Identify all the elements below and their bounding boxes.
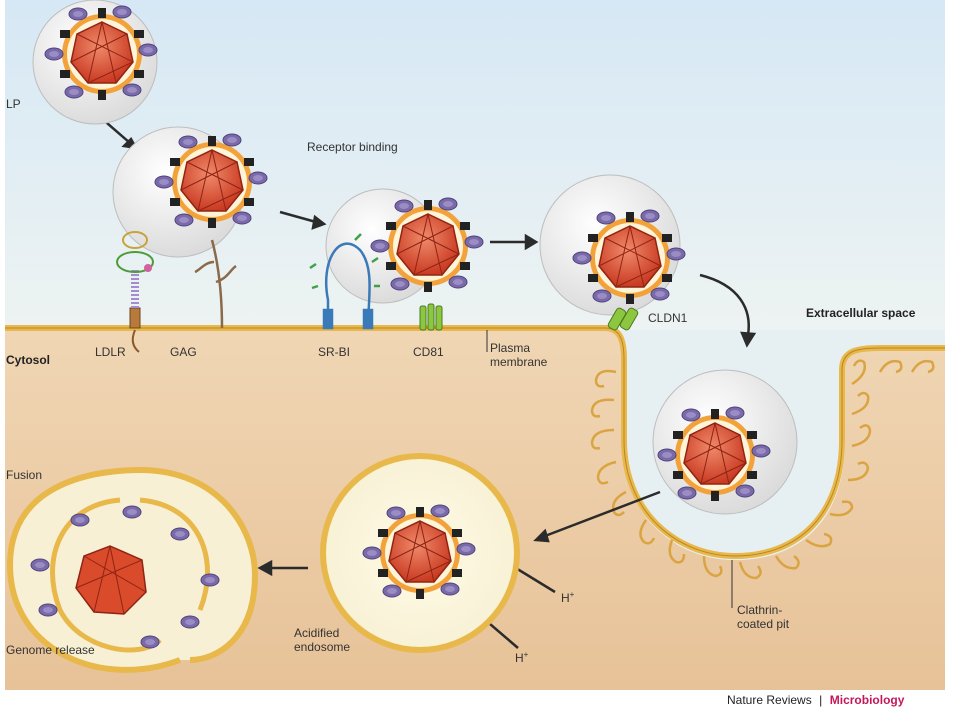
- fusion-compartment: [6, 466, 259, 673]
- label-gag: GAG: [170, 345, 197, 359]
- label-cldn1: CLDN1: [648, 311, 688, 325]
- credit-separator: |: [819, 693, 822, 707]
- particle-in-clathrin-pit: [652, 369, 798, 515]
- particle-bound-cldn1: [539, 174, 685, 316]
- acidified-endosome: [320, 453, 520, 653]
- gag-chain: [194, 239, 237, 329]
- label-coated-pit: coated pit: [737, 617, 790, 631]
- lipo-viro-particle-lp: [32, 0, 157, 125]
- label-plasma: Plasma: [490, 341, 530, 355]
- label-clathrin: Clathrin-: [737, 603, 782, 617]
- label-h-plus-1: H+: [561, 590, 575, 605]
- label-cytosol: Cytosol: [6, 353, 50, 367]
- label-lp: LP: [6, 97, 21, 111]
- label-endosome: endosome: [294, 640, 350, 654]
- label-extracellular-space: Extracellular space: [806, 306, 916, 320]
- particle-bound-srbi: [325, 188, 483, 304]
- ldlr-receptor: [116, 231, 154, 353]
- cd81-receptor: [419, 303, 443, 331]
- particle-bound-ldlr: [112, 126, 267, 258]
- journal-credit: Nature Reviews | Microbiology: [727, 691, 905, 708]
- label-acidified: Acidified: [294, 626, 339, 640]
- credit-journal: Nature Reviews: [727, 693, 812, 707]
- label-ldlr: LDLR: [95, 345, 126, 359]
- label-membrane: membrane: [490, 355, 548, 369]
- label-cd81: CD81: [413, 345, 444, 359]
- sr-bi-receptor: [309, 233, 380, 330]
- label-h-plus-2: H+: [515, 650, 529, 665]
- credit-section: Microbiology: [830, 693, 905, 707]
- label-fusion: Fusion: [6, 468, 42, 482]
- clathrin-coat: [590, 359, 935, 580]
- label-sr-bi: SR-BI: [318, 345, 350, 359]
- label-receptor-binding: Receptor binding: [307, 140, 398, 154]
- label-genome-release: Genome release: [6, 643, 95, 657]
- cldn1-receptor: [607, 307, 639, 331]
